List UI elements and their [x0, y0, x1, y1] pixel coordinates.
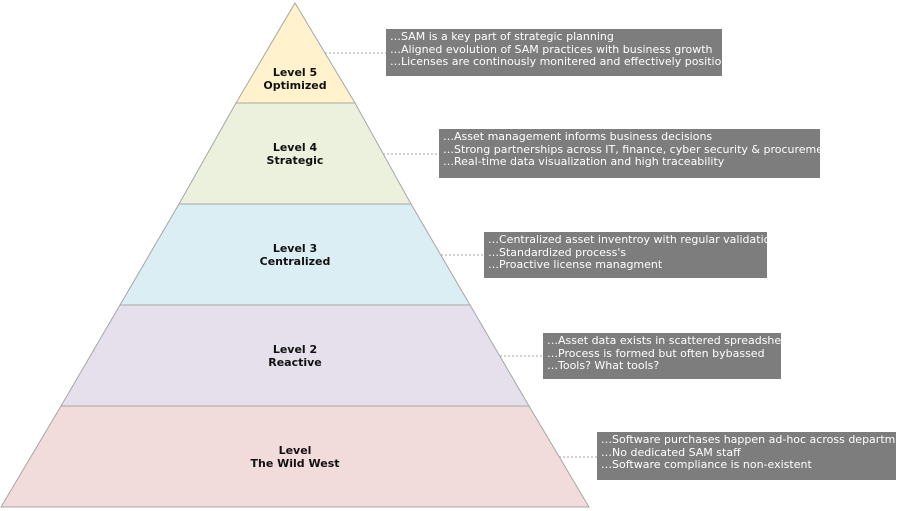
level-2-label: Level 2 Reactive: [215, 343, 375, 369]
level-1-name: Level: [278, 444, 312, 457]
level-2-name: Level 2: [272, 343, 318, 356]
tier-level-1: [0, 405, 590, 508]
note-item: …Strong partnerships across IT, finance,…: [443, 142, 835, 156]
level-3-label: Level 3 Centralized: [215, 242, 375, 268]
level-1-stage: The Wild West: [250, 457, 340, 470]
level-1-notes: …Software purchases happen ad-hoc across…: [597, 432, 900, 480]
level-2-notes: …Asset data exists in scattered spreadsh…: [543, 333, 798, 379]
note-item: …Standardized process's: [488, 245, 627, 259]
note-item: …No dedicated SAM staff: [601, 445, 741, 459]
level-5-stage: Optimized: [263, 79, 327, 92]
note-item: …SAM is a key part of strategic planning: [390, 30, 614, 43]
note-item: …Licenses are continously monitered and …: [390, 55, 743, 68]
level-3-stage: Centralized: [259, 255, 331, 268]
note-item: …Software purchases happen ad-hoc across…: [601, 433, 900, 446]
level-3-name: Level 3: [272, 242, 318, 255]
note-item: …Software compliance is non-existent: [601, 458, 812, 471]
level-5-notes: …SAM is a key part of strategic planning…: [386, 29, 743, 76]
level-1-label: Level The Wild West: [215, 444, 375, 470]
note-item: …Centralized asset inventroy with regula…: [488, 233, 778, 246]
level-3-notes: …Centralized asset inventroy with regula…: [484, 232, 778, 278]
level-4-notes: …Asset management informs business decis…: [439, 129, 835, 178]
level-5-label: Level 5 Optimized: [215, 66, 375, 92]
note-item: …Real-time data visualization and high t…: [443, 155, 725, 168]
level-4-label: Level 4 Strategic: [215, 141, 375, 167]
level-2-stage: Reactive: [268, 356, 322, 369]
note-item: …Process is formed but often bybassed: [547, 346, 765, 360]
note-item: …Tools? What tools?: [547, 359, 660, 372]
level-4-stage: Strategic: [266, 154, 324, 167]
level-4-name: Level 4: [272, 141, 318, 154]
note-item: …Proactive license managment: [488, 258, 663, 271]
note-item: …Asset data exists in scattered spreadsh…: [547, 334, 798, 347]
note-item: …Asset management informs business decis…: [443, 130, 713, 143]
note-item: …Aligned evolution of SAM practices with…: [390, 42, 713, 56]
level-5-name: Level 5: [272, 66, 318, 79]
